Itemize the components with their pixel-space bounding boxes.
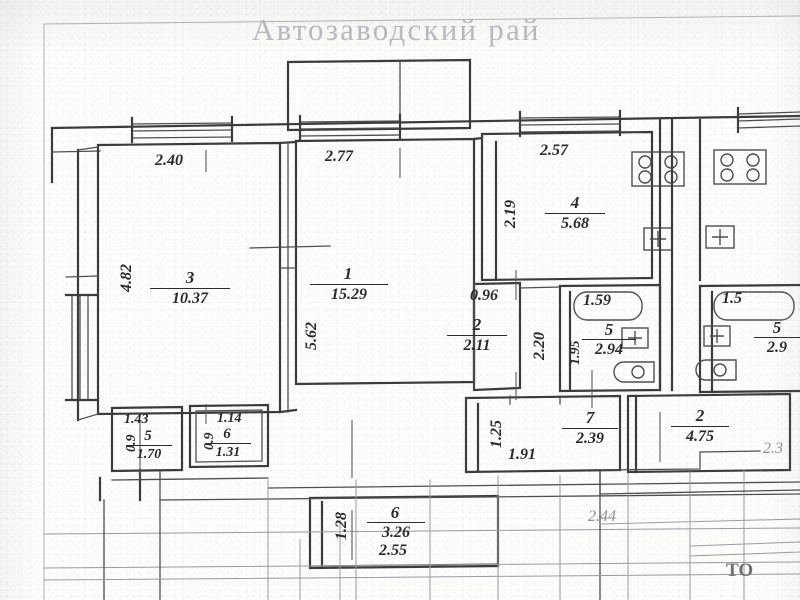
dimension-corridor-vertical: 2.20 [531,332,548,360]
room-2-area: 2.11 [447,335,507,355]
corner-mark: ТО [726,560,754,581]
window-icon [64,293,98,402]
toilet-icon [695,359,737,381]
closet-6-number: 6 [223,426,231,442]
room-1-number: 1 [343,264,353,283]
sink-icon [621,327,649,349]
sink-icon [643,227,673,251]
dimension-bathtub-length-right: 1.5 [722,290,742,307]
wall-notch [65,275,99,278]
room-4-number: 4 [570,193,580,212]
dimension-ticks [139,148,661,560]
room-2-outline [472,281,561,392]
dimension-bottom-room-vertical: 1.28 [333,512,350,540]
sink-icon [703,325,731,347]
window-icon [518,109,622,138]
room-4-outline [472,130,654,282]
window-icon [298,113,402,142]
apartment-divider [658,118,702,392]
dimension-corridor-width: 0.96 [470,287,498,304]
room-5-right-area: 2.9 [754,337,800,357]
window-icon [130,115,234,144]
room-1-area: 15.29 [310,284,388,304]
top-outer-wall [50,114,800,184]
room-6-bottom-area: 3.26 [367,522,425,542]
dimension-closet-b-width: 1.14 [217,411,242,426]
window-icon [736,106,800,134]
dimension-top-left-wall: 2.40 [155,152,183,169]
room-2-right-outline [626,392,792,474]
dimension-right-edge-partial: 2.3 [763,440,783,457]
bathtub-icon [713,291,795,321]
toilet-icon [613,361,655,383]
closet-5-area: 1.70 [126,445,172,463]
page-title: Автозаводский рай [252,12,541,47]
closet-6-outline [188,403,270,469]
dimension-bottom-right-faint: 2.44 [588,508,616,525]
closet-6-area: 1.31 [205,443,251,461]
bottom-structure [43,450,800,600]
room-7-area: 2.39 [562,428,618,448]
room-2-right-number: 2 [695,406,705,425]
closet-5-outline [110,405,184,473]
wall-segment [98,468,142,502]
room-5-area: 2.94 [582,339,636,359]
dimension-hall-vertical: 1.25 [488,420,505,448]
room-3-area: 10.37 [150,288,230,308]
dimension-top-mid-wall: 2.77 [325,148,353,165]
room-6-bottom-number: 6 [390,503,400,522]
bathtub-icon [573,291,643,321]
room-5-right-number: 5 [772,318,782,337]
room-7-number: 7 [585,408,595,427]
dimension-hall-width: 1.91 [508,446,536,463]
room-3-number: 3 [185,268,195,287]
room-2-right-area: 4.75 [671,426,729,446]
dimension-left-wall-vertical: 4.82 [118,264,135,292]
sheet-frame [43,15,800,600]
dimension-center-wall-vertical: 5.62 [303,322,320,350]
dimension-bottom-room-width: 2.55 [379,542,407,559]
room-5-outline [558,283,662,393]
dimension-kitchen-vertical: 2.19 [502,200,519,228]
room-5-number: 5 [604,320,614,339]
room-5-right-outline [698,283,800,394]
closet-5-number: 5 [144,428,152,444]
dimension-closet-a-width: 1.43 [124,412,149,427]
sink-icon [705,225,735,249]
room-4-area: 5.68 [545,213,605,233]
wall-below-closets [111,477,269,481]
top-balcony [286,58,472,132]
stove-icon [713,149,767,185]
dimension-bathtub-length: 1.59 [583,292,611,309]
room-2-number: 2 [472,315,482,334]
stove-icon [631,151,685,187]
dimension-top-right-wall: 2.57 [540,142,568,159]
